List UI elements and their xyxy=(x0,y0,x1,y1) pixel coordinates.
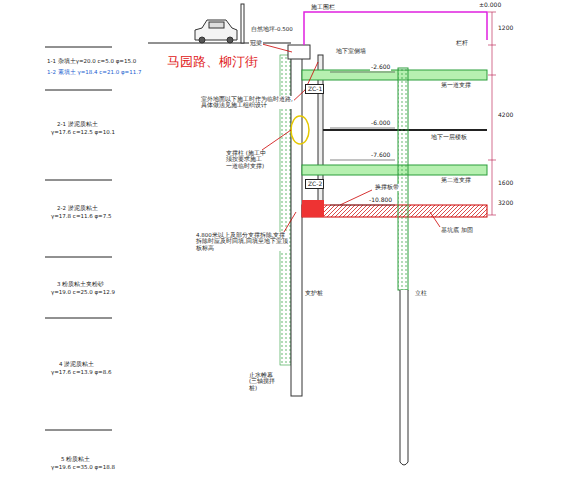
dimension-chain xyxy=(488,12,496,215)
layer-line xyxy=(45,257,112,258)
soil-layer-label: 2-1 淤泥质粘土 xyxy=(56,121,99,127)
annotation: -2.600 xyxy=(370,64,391,71)
member-tag-box: ZC-1 xyxy=(305,84,324,94)
member-tag-box: ZC-2 xyxy=(305,179,324,189)
annotation: ±0.000 xyxy=(478,2,502,9)
level-line xyxy=(330,205,395,206)
member-tag: ZC-2 xyxy=(308,181,321,188)
dimension-text: 4200 xyxy=(497,112,514,119)
dimension-text: 3200 xyxy=(497,200,514,207)
lattice-column xyxy=(398,68,408,290)
layer-line xyxy=(45,90,112,91)
car xyxy=(195,20,237,43)
annotation: 第一道支撑 xyxy=(440,82,472,89)
second-strut xyxy=(302,165,487,175)
annotation: 基坑底 加固 xyxy=(440,227,474,234)
dimension-tick xyxy=(488,12,496,13)
dimension-text: 1600 xyxy=(497,180,514,187)
leader-line xyxy=(284,212,296,232)
annotation: 支撑柱 (施工中须按要求施工一道临时支撑) xyxy=(225,150,267,169)
fence-post xyxy=(241,4,244,43)
column-pile xyxy=(400,290,408,465)
leader-line xyxy=(262,44,292,52)
first-strut xyxy=(302,70,487,80)
soil-table xyxy=(45,47,112,430)
car-wheel xyxy=(199,37,205,43)
annotation: 冠梁 xyxy=(249,40,263,46)
dimension-tick xyxy=(488,160,496,161)
layer-line xyxy=(45,180,112,181)
annotation: 栏杆 xyxy=(455,40,469,47)
dimension-tick xyxy=(488,215,496,216)
layer-line xyxy=(45,430,112,431)
soil-layer-label: γ=17.6 c=12.5 φ=10.1 xyxy=(50,129,116,135)
car-window xyxy=(209,22,224,28)
soil-layer-label: γ=17.6 c=13.9 φ=8.6 xyxy=(50,369,112,375)
leader-line xyxy=(430,212,440,227)
leaders xyxy=(262,44,440,232)
annotation: 换撑板带 xyxy=(374,184,400,191)
annotation: 地下室侧墙 xyxy=(335,48,367,55)
layer-line xyxy=(45,47,112,48)
member-tag: ZC-1 xyxy=(308,86,321,93)
level-line xyxy=(330,72,395,73)
soil-layer-label: γ=19.0 c=25.0 φ=12.9 xyxy=(50,289,116,295)
dimension-line xyxy=(492,12,493,215)
annotation: -10.800 xyxy=(368,197,393,204)
soil-layer-label: 4 淤泥质粘土 xyxy=(58,361,95,367)
annotation: 立柱 xyxy=(414,290,428,297)
level-line xyxy=(330,160,395,161)
soil-layer-label: 3 粉质粘土夹粉砂 xyxy=(56,281,105,287)
annotation: 第二道支撑 xyxy=(440,177,472,184)
base-slab xyxy=(302,205,487,217)
soil-layer-label: 5 粉质粘土 xyxy=(60,456,91,462)
ground-line xyxy=(148,43,291,44)
annotation: 止水帷幕 (三轴搅拌桩) xyxy=(248,372,282,391)
annotation: 4.800米以上及部分支撑拆除,支撑拆除时应及时回填,回填至地下室顶板标高 xyxy=(195,232,289,251)
annotation: -6.000 xyxy=(370,120,391,127)
dimension-text: 1200 xyxy=(497,25,514,32)
leader-line xyxy=(262,130,291,150)
soil-layer-label: 1-2 素填土 γ=18.4 c=21.0 φ=11.7 xyxy=(46,69,142,75)
annotation: 地下一层楼板 xyxy=(430,134,468,141)
annotation: -7.600 xyxy=(370,152,391,159)
dimension-tick xyxy=(488,45,496,46)
road-name: 马园路、柳汀街 xyxy=(166,55,259,70)
layer-line xyxy=(45,318,112,319)
soil-layer-label: γ=17.8 c=11.6 φ=7.5 xyxy=(50,213,112,219)
soil-layer-label: 1-1 杂填土γ=20.0 c=5.0 φ=15.0 xyxy=(46,58,137,64)
slab-haunch xyxy=(302,200,324,217)
annotation: 支护桩 xyxy=(304,290,324,297)
soil-layer-label: 2-2 淤泥质粘土 xyxy=(56,205,99,211)
annotation: 自然地坪-0.500 xyxy=(250,26,294,32)
detail-mark xyxy=(291,116,309,144)
soil-layer-label: γ=19.6 c=35.0 φ=18.8 xyxy=(50,464,116,470)
leader-line xyxy=(290,62,318,104)
annotation: 室外地面以下施工时作为临时道路,具体做法见施工组织设计 xyxy=(200,96,294,109)
annotation: 施工围栏 xyxy=(310,4,336,11)
car-wheel xyxy=(227,37,233,43)
dimension-tick xyxy=(488,75,496,76)
level-line xyxy=(330,128,395,129)
